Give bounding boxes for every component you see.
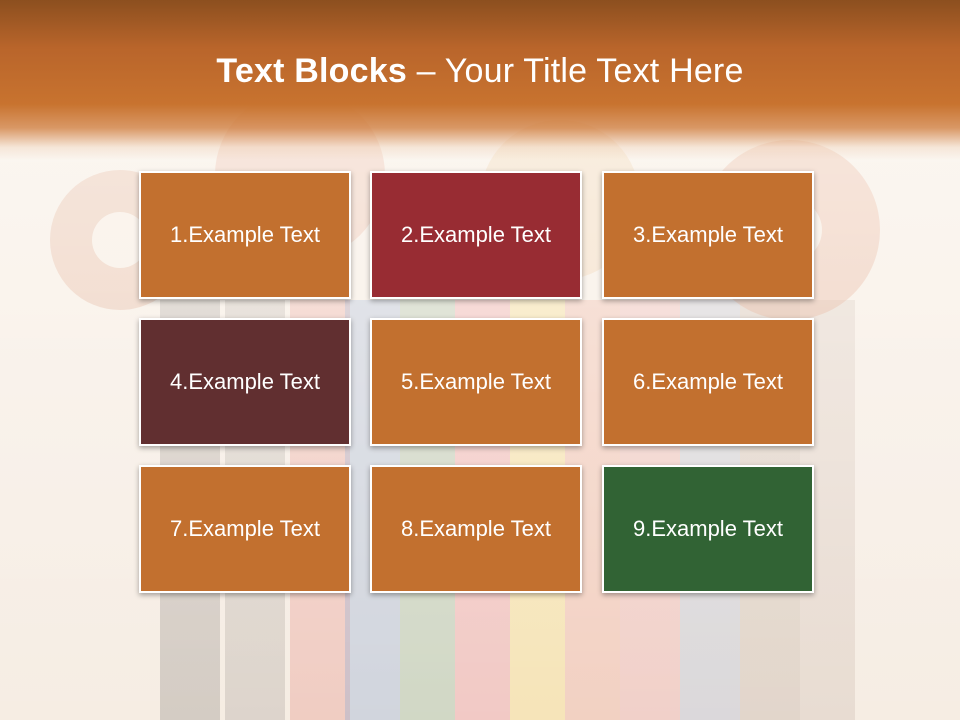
text-block-4[interactable]: 4.Example Text <box>139 318 351 446</box>
text-block-9-label: 9.Example Text <box>632 516 783 541</box>
text-block-9[interactable]: 9.Example Text <box>602 465 814 593</box>
title-band <box>0 0 960 160</box>
text-block-5[interactable]: 5.Example Text <box>370 318 582 446</box>
text-block-4-label: 4.Example Text <box>169 369 320 394</box>
title-bold: Text Blocks <box>216 52 407 90</box>
slide-title[interactable]: Text Blocks – Your Title Text Here <box>0 52 960 91</box>
text-block-3-label: 3.Example Text <box>632 222 783 247</box>
text-block-7[interactable]: 7.Example Text <box>139 465 351 593</box>
text-block-7-label: 7.Example Text <box>169 516 320 541</box>
text-block-8-label: 8.Example Text <box>400 516 551 541</box>
text-block-2-label: 2.Example Text <box>400 222 551 247</box>
text-block-2[interactable]: 2.Example Text <box>370 171 582 299</box>
text-block-6-label: 6.Example Text <box>632 369 783 394</box>
text-block-6[interactable]: 6.Example Text <box>602 318 814 446</box>
text-block-1-label: 1.Example Text <box>169 222 320 247</box>
text-block-5-label: 5.Example Text <box>400 369 551 394</box>
text-block-8[interactable]: 8.Example Text <box>370 465 582 593</box>
title-rest: – Your Title Text Here <box>406 52 744 90</box>
text-block-3[interactable]: 3.Example Text <box>602 171 814 299</box>
text-block-1[interactable]: 1.Example Text <box>139 171 351 299</box>
